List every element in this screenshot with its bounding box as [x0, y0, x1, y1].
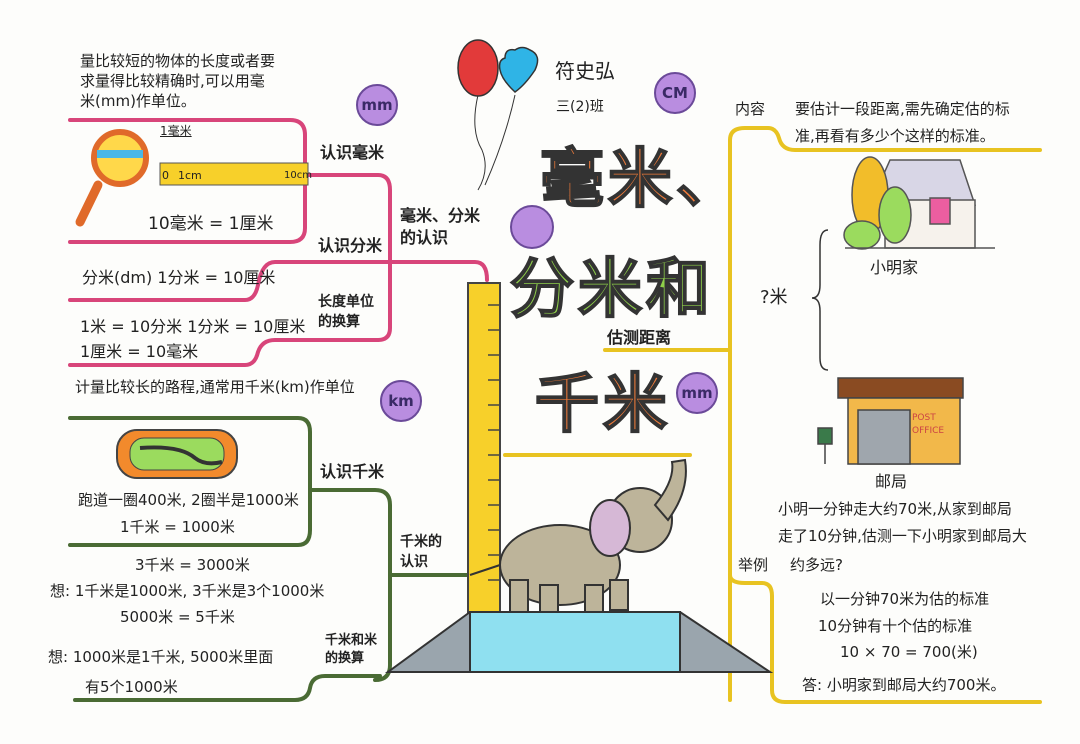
km-conv-line: 有5个1000米: [85, 678, 178, 696]
mm-badge: mm: [356, 84, 398, 126]
example-line: 走了10分钟,估测一下小明家到邮局大: [778, 527, 1027, 545]
one-mm-label: 1毫米: [160, 124, 192, 138]
title-line-1: 毫米、: [539, 143, 744, 217]
cm-badge: CM: [654, 72, 696, 114]
title-line-2: 分米和: [509, 253, 714, 327]
node-know-km: 认识千米: [320, 462, 385, 481]
mm-intro-line: 求量得比较精确时,可以用毫: [80, 72, 265, 90]
post-office-drawing: [817, 377, 964, 465]
mm-fact: 10毫米 = 1厘米: [148, 214, 274, 234]
mm-center-badge: mm: [676, 372, 718, 414]
author-class: 三(2)班: [556, 99, 604, 115]
km-conv-line: 5000米 = 5千米: [120, 608, 235, 626]
node-example: 举例: [738, 556, 769, 574]
content-line: 要估计一段距离,需先确定估的标: [795, 100, 1010, 118]
branch-estimate-distance: 估测距离: [607, 328, 672, 347]
solution-line: 以一分钟70米为估的标准: [820, 590, 990, 608]
km-badge: km: [380, 380, 422, 422]
decorative-circle: [510, 205, 554, 249]
solution-answer: 答: 小明家到邮局大约700米。: [802, 676, 1006, 694]
ruler-label-0: 0: [162, 169, 169, 182]
km-line: 跑道一圈400米, 2圈半是1000米: [78, 491, 299, 509]
km-conv-line: 想: 1000米是1千米, 5000米里面: [48, 648, 274, 666]
conv-line: 1米 = 10分米 1分米 = 10厘米: [80, 317, 306, 336]
author-name: 符史弘: [555, 59, 615, 83]
node-content: 内容: [735, 100, 766, 118]
magnifier-drawing: [75, 129, 149, 227]
node-know-dm: 认识分米: [318, 236, 383, 255]
home-label: 小明家: [870, 258, 919, 277]
title-line-3: 千米: [534, 368, 671, 442]
mm-intro-line: 米(mm)作单位。: [80, 92, 196, 110]
branch-mm-dm: 毫米、分米的认识: [400, 206, 481, 247]
solution-line: 10分钟有十个估的标准: [818, 617, 973, 635]
node-unit-conversion: 长度单位的换算: [318, 294, 374, 330]
node-km-m-conversion: 千米和米的换算: [325, 633, 378, 666]
conv-line: 1厘米 = 10毫米: [80, 342, 199, 361]
mm-intro-line: 量比较短的物体的长度或者要: [80, 52, 276, 70]
example-line: 小明一分钟走大约70米,从家到邮局: [778, 500, 1012, 518]
distance-label: ?米: [760, 287, 788, 308]
km-intro: 计量比较长的路程,通常用千米(km)作单位: [75, 378, 355, 396]
content-line: 准,再看有多少个这样的标准。: [795, 127, 995, 145]
solution-line: 10 × 70 = 700(米): [840, 643, 978, 661]
km-line: 1千米 = 1000米: [120, 518, 235, 536]
post-office-label: 邮局: [875, 472, 908, 491]
dm-fact: 分米(dm) 1分米 = 10厘米: [82, 268, 276, 287]
house-drawing: [843, 156, 995, 250]
elephant-drawing: [469, 458, 687, 613]
balloons-drawing: [457, 39, 539, 191]
branch-km: 千米的认识: [400, 534, 442, 570]
km-conv-line: 3千米 = 3000米: [135, 556, 250, 574]
node-know-mm: 认识毫米: [320, 143, 385, 162]
post-office-sign: POST OFFICE: [912, 413, 945, 436]
km-conv-line: 想: 1千米是1000米, 3千米是3个1000米: [50, 582, 325, 600]
ruler-label-10cm: 10cm: [284, 170, 312, 181]
ruler-label-1cm: 1cm: [178, 169, 202, 182]
example-line: 约多远?: [790, 556, 843, 574]
